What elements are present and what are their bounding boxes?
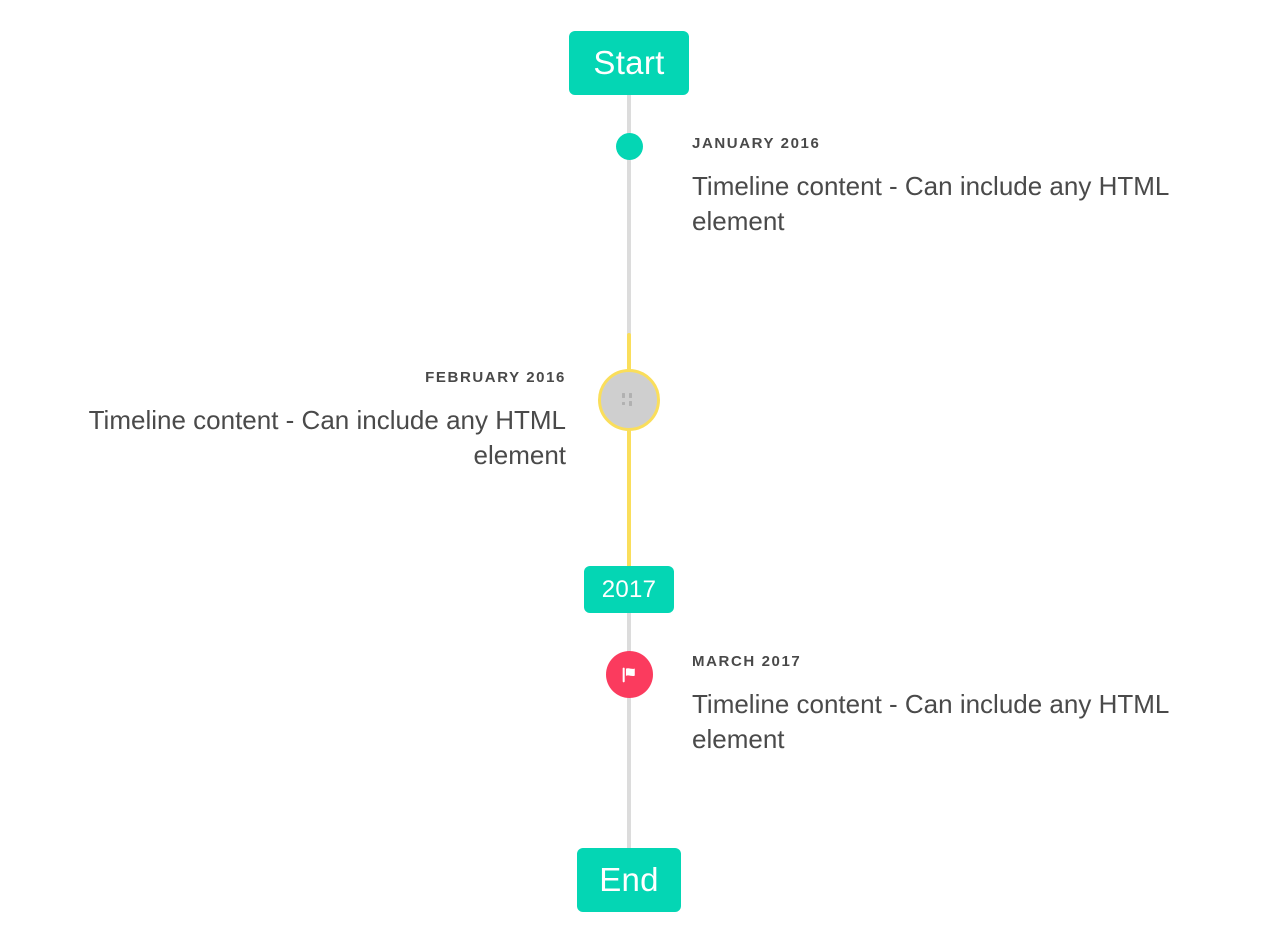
timeline-rail-bottom bbox=[627, 606, 631, 858]
timeline-rail-top bbox=[627, 88, 631, 336]
timeline-entry-date: FEBRUARY 2016 bbox=[425, 369, 566, 386]
timeline-start-badge[interactable]: Start bbox=[569, 31, 689, 95]
timeline-entry-body: Timeline content - Can include any HTML … bbox=[692, 171, 1169, 236]
timeline-entry-date: MARCH 2017 bbox=[692, 653, 802, 670]
dot-icon[interactable] bbox=[616, 133, 643, 160]
timeline-entry-january: JANUARY 2016 Timeline content - Can incl… bbox=[692, 136, 1222, 238]
timeline-marker-february[interactable] bbox=[598, 369, 660, 431]
timeline-entry-body: Timeline content - Can include any HTML … bbox=[88, 405, 566, 470]
dots-grid-icon bbox=[620, 391, 638, 409]
timeline-end-badge[interactable]: End bbox=[577, 848, 681, 912]
timeline-entry-february: FEBRUARY 2016 Timeline content - Can inc… bbox=[36, 370, 566, 472]
timeline-entry-body: Timeline content - Can include any HTML … bbox=[692, 689, 1169, 754]
timeline-entry-date: JANUARY 2016 bbox=[692, 135, 821, 152]
flag-icon[interactable] bbox=[606, 651, 653, 698]
timeline-year-divider[interactable]: 2017 bbox=[584, 566, 674, 613]
timeline-rail-highlight bbox=[627, 333, 631, 569]
timeline-entry-march: MARCH 2017 Timeline content - Can includ… bbox=[692, 654, 1222, 756]
